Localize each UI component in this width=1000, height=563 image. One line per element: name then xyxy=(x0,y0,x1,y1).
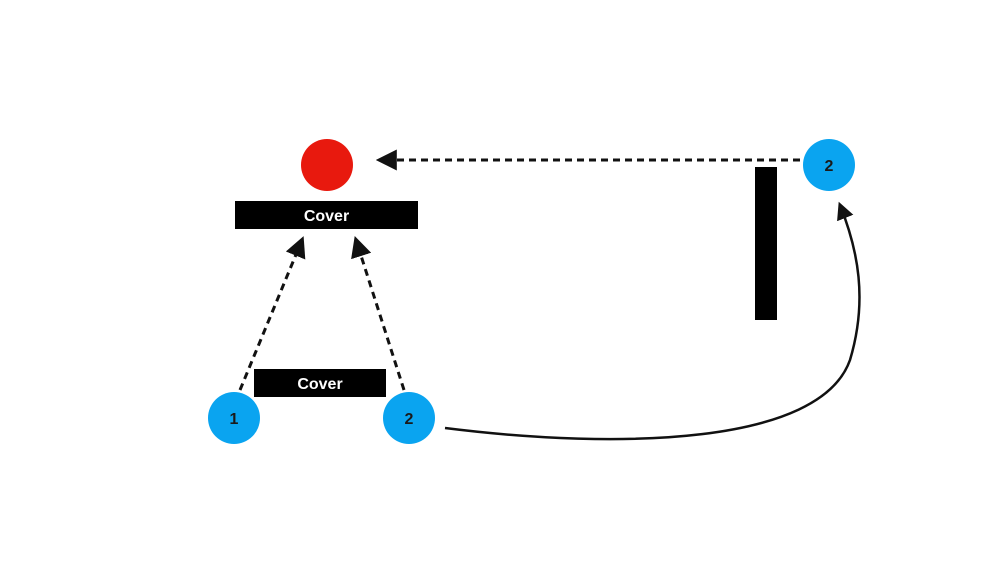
cover-vertical-bar xyxy=(755,167,777,320)
target-circle xyxy=(301,139,353,191)
arrow-player2-to-cover xyxy=(351,235,406,391)
cover-lower: Cover xyxy=(254,369,386,397)
player-2-circle xyxy=(383,392,435,444)
player-2-repositioned-label: 2 xyxy=(825,158,834,175)
cover-upper-bar xyxy=(235,201,418,229)
player-1-circle xyxy=(208,392,260,444)
arrow-player2-move-curve xyxy=(444,201,861,441)
arrow-player1-to-cover xyxy=(238,236,306,391)
player-2-repositioned-circle xyxy=(803,139,855,191)
player-1: 1 xyxy=(208,392,260,444)
player-2-label: 2 xyxy=(405,411,414,428)
cover-upper: Cover xyxy=(235,201,418,229)
player-1-label: 1 xyxy=(230,411,239,428)
cover-lower-label: Cover xyxy=(297,376,342,393)
cover-lower-bar xyxy=(254,369,386,397)
player-2: 2 xyxy=(383,392,435,444)
player-2-repositioned: 2 xyxy=(803,139,855,191)
cover-upper-label: Cover xyxy=(304,208,349,225)
